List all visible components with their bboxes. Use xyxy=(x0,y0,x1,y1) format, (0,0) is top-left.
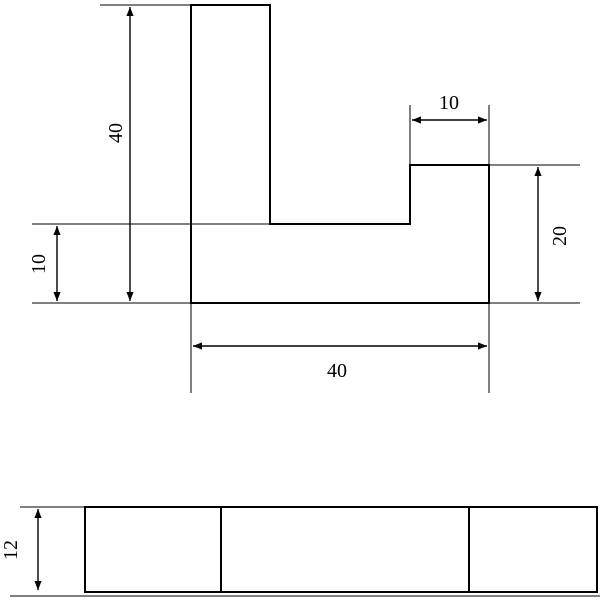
bottom-view-outline xyxy=(84,506,598,593)
thickness-label: 12 xyxy=(0,540,22,560)
step-width-label: 10 xyxy=(439,92,459,114)
dimension-right-height: 20 xyxy=(534,167,571,301)
dimension-overall-height: 40 xyxy=(105,7,134,301)
base-height-label: 10 xyxy=(28,254,50,274)
overall-height-label: 40 xyxy=(105,123,127,143)
extension-lines xyxy=(32,4,580,393)
dimension-step-width: 10 xyxy=(412,92,487,124)
right-height-label: 20 xyxy=(549,226,571,246)
front-view: 40 10 10 20 40 xyxy=(28,4,580,393)
extension-lines-bottom xyxy=(10,506,600,597)
dimension-thickness: 12 xyxy=(0,509,42,590)
dimension-base-height: 10 xyxy=(28,226,61,301)
bottom-width-label: 40 xyxy=(327,360,347,382)
front-view-outline xyxy=(190,4,490,304)
bottom-view: 12 xyxy=(0,506,600,597)
dimension-bottom-width: 40 xyxy=(193,342,487,382)
